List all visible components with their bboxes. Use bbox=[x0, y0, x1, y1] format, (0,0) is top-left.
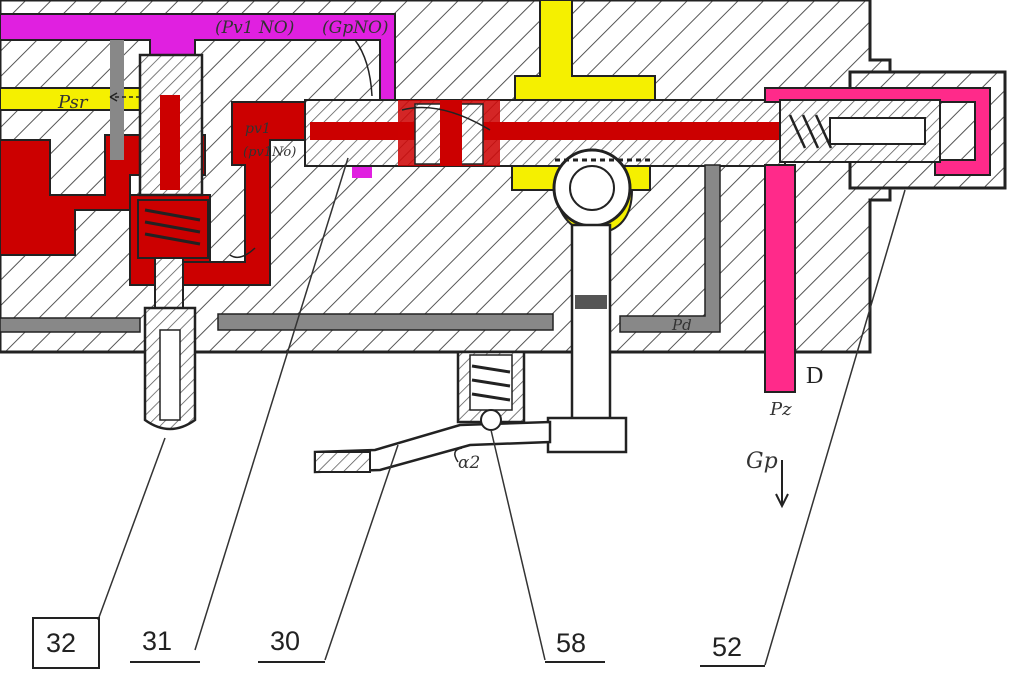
label-d: D bbox=[806, 363, 823, 389]
shaft-collar bbox=[575, 295, 607, 309]
spring-58-ball bbox=[480, 409, 502, 431]
gray-post-left bbox=[110, 40, 124, 160]
callout-31: 31 bbox=[142, 626, 172, 656]
leader-lines bbox=[97, 157, 906, 666]
red-spool-passage bbox=[310, 122, 780, 140]
check-valve-poppet bbox=[829, 117, 926, 145]
gray-channel-bottom bbox=[217, 313, 554, 331]
pink-outlet-d bbox=[764, 164, 796, 393]
gray-channel-left bbox=[0, 317, 141, 333]
pinion-hub bbox=[569, 165, 615, 211]
alpha2-arrow bbox=[454, 447, 463, 463]
label-pv1: pv1 bbox=[245, 121, 271, 137]
label-psr: Psr bbox=[57, 92, 89, 113]
pilot-spring bbox=[144, 208, 201, 246]
spring-58-bore bbox=[469, 354, 513, 411]
shaft bbox=[570, 223, 612, 427]
spring-58-coils bbox=[471, 364, 511, 402]
pilot-valve-red-core bbox=[160, 95, 180, 190]
gp-arrow bbox=[775, 460, 789, 509]
red-land-core bbox=[440, 100, 462, 166]
lever-tip bbox=[314, 451, 371, 473]
sensor-core bbox=[159, 329, 181, 421]
flow-arrows bbox=[109, 39, 491, 259]
gray-channel-pd bbox=[619, 164, 721, 333]
label-pv1-no: (Pv1 NO) bbox=[215, 18, 294, 38]
label-pz: Pz bbox=[769, 399, 792, 420]
label-pv1-no-inner: (pv1No) bbox=[243, 145, 296, 160]
magenta-port bbox=[352, 166, 372, 178]
callout-52: 52 bbox=[712, 632, 742, 662]
callout-30: 30 bbox=[270, 626, 300, 656]
label-gp: Gp bbox=[746, 449, 778, 474]
callout-58: 58 bbox=[556, 628, 586, 658]
lever-block bbox=[546, 416, 628, 454]
magenta-channel bbox=[0, 13, 396, 101]
check-valve-spring bbox=[788, 114, 833, 149]
label-pd: Pd bbox=[671, 316, 692, 334]
label-alpha2: α2 bbox=[458, 453, 480, 473]
callout-32: 32 bbox=[46, 628, 76, 658]
callout-32-box bbox=[32, 617, 100, 669]
pilot-spring-housing bbox=[137, 199, 209, 259]
pilot-plunger bbox=[154, 257, 184, 309]
label-gp-no: (GpNO) bbox=[322, 18, 389, 38]
